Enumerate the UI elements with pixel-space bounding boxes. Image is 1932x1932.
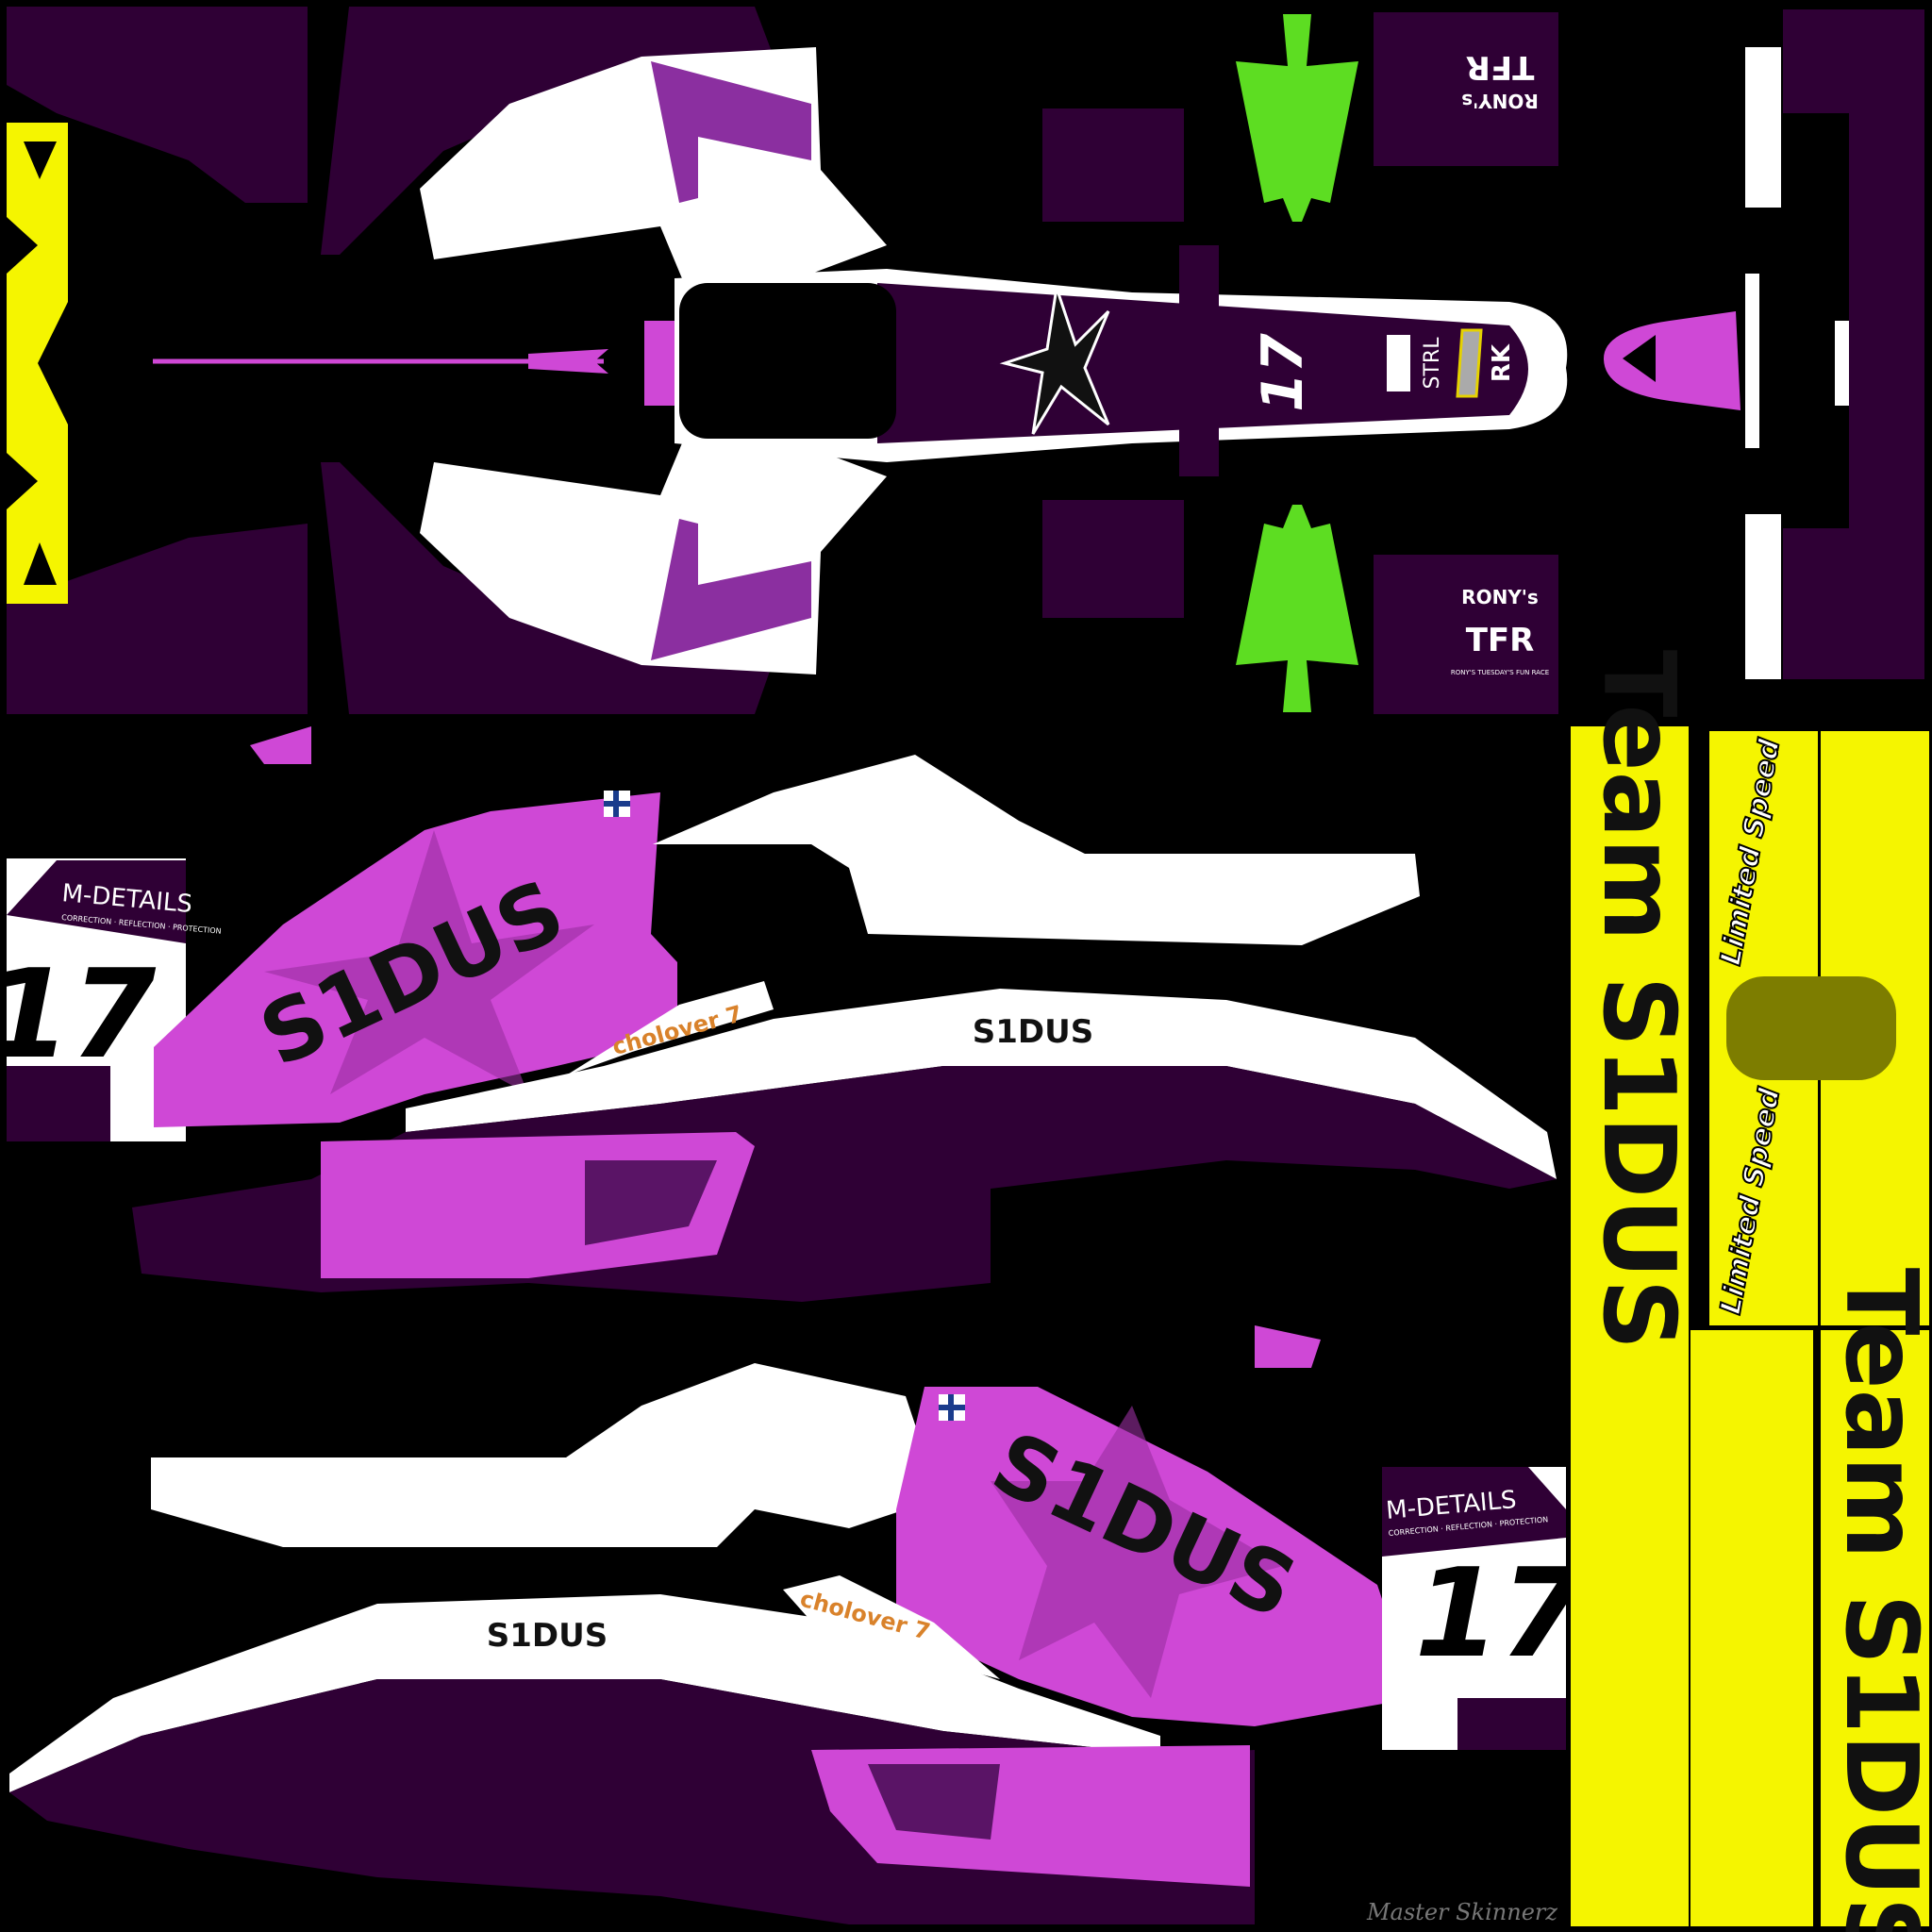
sidepod-star xyxy=(991,1406,1283,1698)
rony-logo: TFR xyxy=(1466,622,1535,659)
purple-panel xyxy=(7,7,308,203)
sidepod-white xyxy=(406,989,1557,1179)
rony-logo: TFR xyxy=(1466,48,1535,86)
sidepod-star xyxy=(264,830,594,1094)
cockpit-opening xyxy=(679,283,896,439)
rony-title: RONY's xyxy=(1461,586,1539,608)
finland-flag-cross xyxy=(948,1394,954,1421)
yellow-cutout xyxy=(7,217,38,274)
side-number: 17 xyxy=(1415,1541,1586,1685)
engine-cover-white xyxy=(653,755,1420,945)
blurred-patch xyxy=(1726,976,1896,1080)
mdetails-header xyxy=(7,860,186,943)
purple-panel xyxy=(321,462,774,714)
mdetails-footer xyxy=(1457,1698,1566,1750)
endplate-yellow xyxy=(1690,1330,1813,1926)
yellow-cutout xyxy=(7,453,38,509)
sidepod-intake-inner xyxy=(585,1160,717,1245)
endplate-yellow xyxy=(1821,1330,1929,1926)
sidus-small: S1DUS xyxy=(973,1013,1093,1051)
mdetails-header xyxy=(1382,1467,1566,1557)
purple-mount xyxy=(1179,245,1219,476)
side-number: 17 xyxy=(0,942,157,1086)
purple-mount xyxy=(1042,500,1184,618)
rony-title: RONY's xyxy=(1461,90,1539,112)
wing-accent xyxy=(651,61,811,203)
finland-flag-cross xyxy=(613,791,619,817)
purple-panel xyxy=(7,524,308,714)
magenta-block xyxy=(644,321,675,406)
green-pylon xyxy=(1236,505,1358,712)
warning-triangle-icon xyxy=(24,542,57,585)
magenta-fragment xyxy=(1255,1325,1321,1368)
sponsor-yellow-logo xyxy=(1456,328,1483,398)
white-bar xyxy=(1745,514,1781,679)
cholover-panel xyxy=(566,981,774,1075)
rony-subtitle: RONY'S TUESDAY'S FUN RACE xyxy=(1451,669,1549,676)
purple-box xyxy=(1374,555,1558,714)
signature: Master Skinnerz xyxy=(1366,1899,1557,1925)
white-bar xyxy=(1835,321,1849,406)
sponsor-badge xyxy=(1387,335,1410,391)
warning-triangle-icon xyxy=(24,142,57,179)
roll-hoop xyxy=(1604,311,1740,410)
engine-cover-white xyxy=(151,1363,924,1547)
nose-number: 17 xyxy=(1250,333,1316,412)
purple-box xyxy=(1374,12,1558,166)
green-pylon xyxy=(1236,14,1358,222)
purple-panel xyxy=(321,7,774,255)
sidus-star-icon xyxy=(999,287,1110,435)
purple-panel xyxy=(1783,9,1924,679)
team-sidus-text: Team S1DUS xyxy=(1824,1268,1932,1932)
team-sidus-text: Team S1DUS xyxy=(1581,650,1696,1350)
roll-hoop-hole xyxy=(1623,335,1656,382)
wing-accent xyxy=(651,519,811,660)
sidepod-white xyxy=(9,1594,1160,1792)
sidus-small: S1DUS xyxy=(487,1617,608,1655)
endplate-yellow xyxy=(1571,726,1689,1926)
cholover-panel xyxy=(783,1575,1000,1679)
mdetails-footer xyxy=(7,1066,110,1141)
white-bar xyxy=(1745,47,1781,208)
white-bar xyxy=(1745,274,1759,448)
purple-mount xyxy=(1042,108,1184,222)
yellow-cutout xyxy=(38,302,68,425)
sidepod-intake-inner xyxy=(868,1764,1000,1840)
antenna-tip xyxy=(528,349,608,374)
sponsor-rk: RK xyxy=(1488,343,1516,382)
sponsor-strl: STRL xyxy=(1421,337,1444,390)
magenta-fragment xyxy=(250,726,311,764)
